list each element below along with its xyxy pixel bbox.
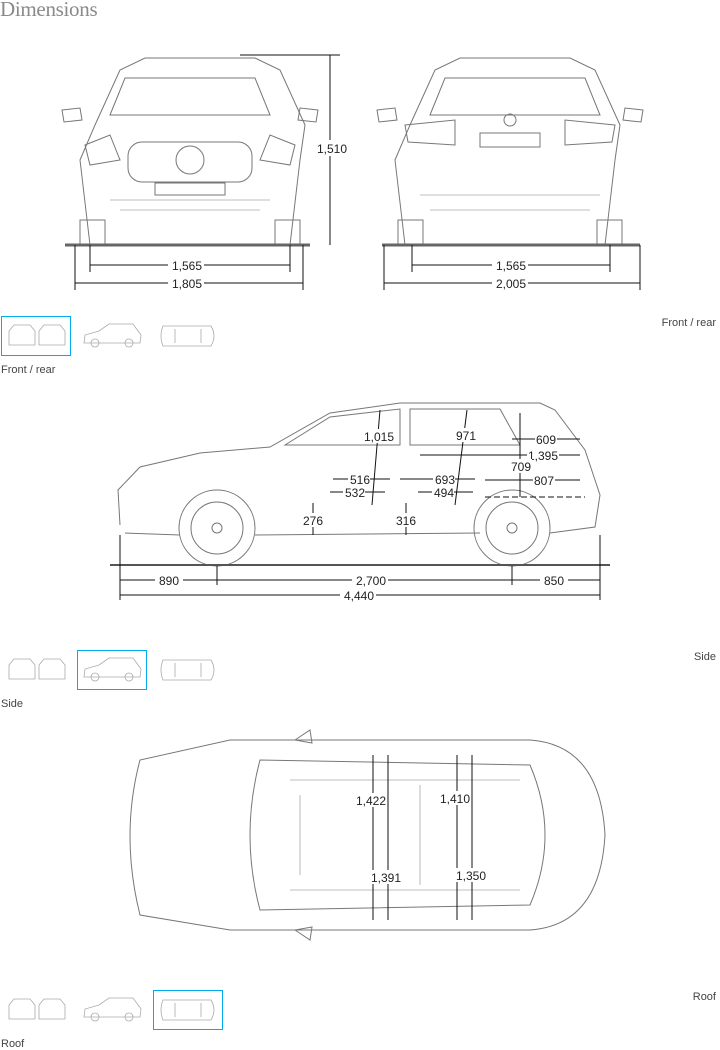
- rear-view: [376, 57, 644, 246]
- dim-rear-shoulder: 1,410: [440, 792, 470, 806]
- dim-front-track: 1,565: [172, 259, 202, 273]
- roof-drawing: 1,422 1,410 1,391 1,350: [129, 729, 606, 941]
- roof-thumb-icon: [160, 659, 215, 681]
- roof-thumb-icon: [160, 999, 215, 1021]
- side-thumb-icon: [83, 997, 142, 1022]
- caption-right-front-rear: Front / rear: [661, 317, 716, 329]
- dim-front-elbow: 1,391: [371, 871, 401, 885]
- top-view: [129, 729, 606, 941]
- dim-rear-overhang: 850: [544, 574, 564, 588]
- dim-1395: 1,395: [528, 449, 558, 463]
- dim-rear-track: 1,565: [496, 259, 526, 273]
- front-rear-thumb-icon: [8, 998, 66, 1020]
- caption-roof: Roof: [1, 1038, 25, 1050]
- dim-516: 516: [350, 473, 370, 487]
- dim-709: 709: [511, 460, 531, 474]
- side-thumb-icon: [83, 657, 142, 682]
- page-title: Dimensions: [0, 0, 98, 21]
- dim-532: 532: [345, 486, 365, 500]
- thumb-side[interactable]: [77, 316, 147, 356]
- front-rear-thumb-icon: [8, 658, 66, 680]
- thumb-front-rear[interactable]: [1, 650, 71, 690]
- side-thumb-icon: [83, 323, 142, 348]
- dim-width: 1,805: [172, 277, 202, 291]
- thumb-side[interactable]: [77, 990, 147, 1030]
- dim-front-overhang: 890: [159, 574, 179, 588]
- roof-thumb-icon: [160, 325, 215, 347]
- thumb-front-rear[interactable]: [1, 316, 71, 356]
- thumbnail-nav: [1, 650, 223, 690]
- dim-wheelbase: 2,700: [356, 574, 386, 588]
- thumb-roof[interactable]: [153, 650, 223, 690]
- caption-side: Side: [1, 698, 24, 710]
- thumb-roof[interactable]: [153, 316, 223, 356]
- caption-front-rear: Front / rear: [1, 364, 56, 376]
- dim-width-mirrors: 2,005: [496, 277, 526, 291]
- dim-693: 693: [435, 473, 455, 487]
- thumbnail-nav: [1, 990, 223, 1030]
- dim-front-headroom: 1,015: [364, 430, 394, 444]
- dim-276: 276: [303, 514, 323, 528]
- dim-rear-headroom: 971: [456, 429, 476, 443]
- dim-front-shoulder: 1,422: [356, 794, 386, 808]
- front-view: [61, 57, 319, 246]
- side-drawing: 890 2,700 850 4,440 1,015 971 516 532 69…: [110, 402, 610, 603]
- dim-494: 494: [434, 486, 454, 500]
- front-rear-thumb-icon: [8, 324, 66, 346]
- dim-807: 807: [534, 474, 554, 488]
- front-rear-drawing: 1,510 1,565 1,805 1,565 2,005: [61, 54, 644, 291]
- thumb-side[interactable]: [77, 650, 147, 690]
- dim-height: 1,510: [317, 142, 347, 156]
- dim-length: 4,440: [344, 589, 374, 603]
- thumbnail-nav: [1, 316, 223, 356]
- dim-609: 609: [536, 433, 556, 447]
- thumb-front-rear[interactable]: [1, 990, 71, 1030]
- caption-right-roof: Roof: [692, 991, 716, 1003]
- dim-rear-elbow: 1,350: [456, 869, 486, 883]
- caption-right-side: Side: [693, 651, 716, 663]
- thumb-roof[interactable]: [153, 990, 223, 1030]
- dim-316: 316: [396, 514, 416, 528]
